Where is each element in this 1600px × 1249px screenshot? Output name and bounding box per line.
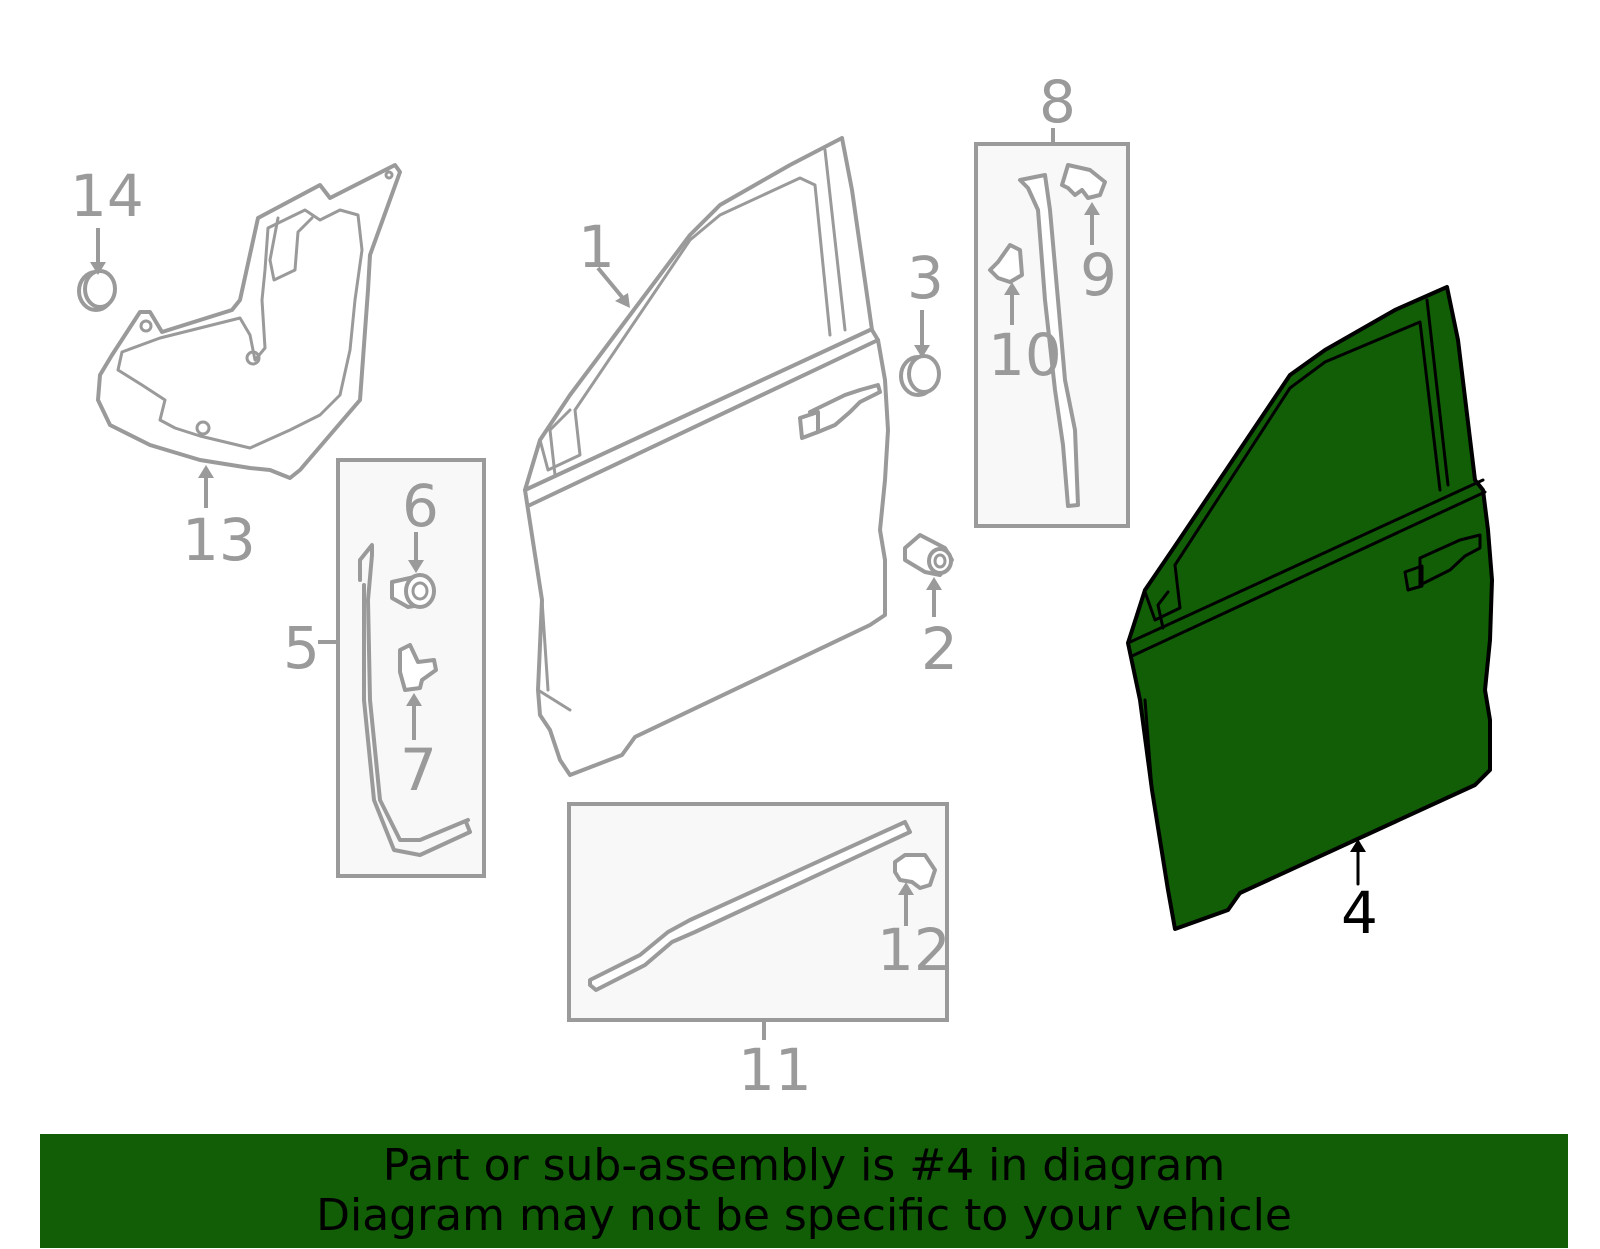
banner-line-2: Diagram may not be specific to your vehi… <box>316 1190 1292 1241</box>
part-4-door-highlighted[interactable] <box>1126 285 1494 931</box>
part-14-clip[interactable] <box>77 228 117 312</box>
callout-12: 12 <box>877 916 951 984</box>
callout-6: 6 <box>402 472 439 540</box>
callout-2: 2 <box>921 615 958 683</box>
part-13-door-liner[interactable] <box>96 163 402 508</box>
callout-3: 3 <box>907 244 944 312</box>
part-1-door-shell[interactable] <box>523 136 890 777</box>
group-5-box[interactable] <box>318 458 486 878</box>
part-2-bumper[interactable] <box>903 533 954 617</box>
callout-13: 13 <box>182 506 256 574</box>
callout-4: 4 <box>1341 879 1378 947</box>
callout-7: 7 <box>400 736 437 804</box>
group-11-box[interactable] <box>567 802 949 1040</box>
callout-1: 1 <box>578 213 615 281</box>
callout-8: 8 <box>1039 68 1076 136</box>
banner-line-1: Part or sub-assembly is #4 in diagram <box>382 1140 1226 1191</box>
callout-11: 11 <box>738 1036 812 1104</box>
callout-10: 10 <box>988 321 1062 389</box>
callout-14: 14 <box>70 162 144 230</box>
info-banner: Part or sub-assembly is #4 in diagram Di… <box>40 1134 1568 1248</box>
part-3-plug[interactable] <box>899 310 941 397</box>
callout-5: 5 <box>283 614 320 682</box>
callout-9: 9 <box>1080 241 1117 309</box>
group-8-box[interactable] <box>974 128 1130 528</box>
